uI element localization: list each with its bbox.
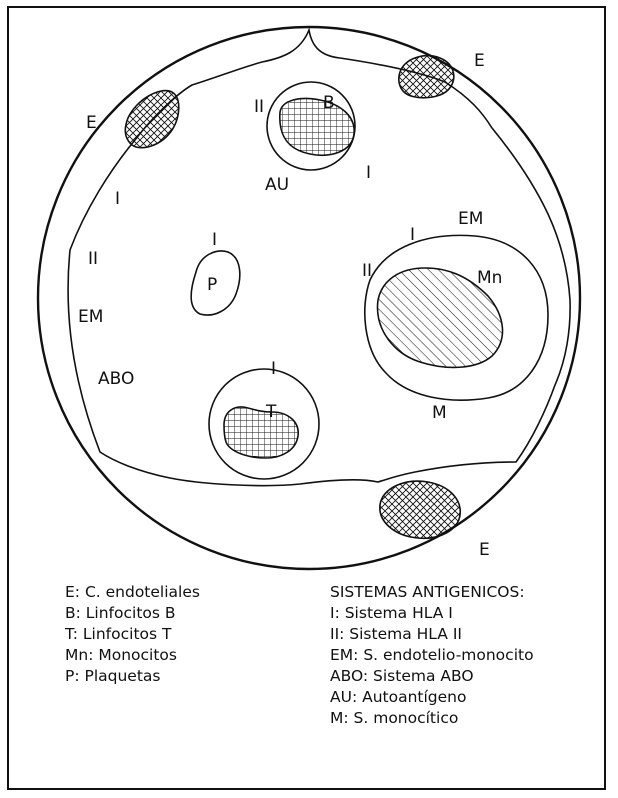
legend-item: Mn: Monocitos [65,645,200,666]
label-p-cell: P [207,275,217,295]
label-mn-em: EM [458,209,483,229]
systems-legend: SISTEMAS ANTIGENICOS: I: Sistema HLA I I… [330,582,534,729]
label-b-cell: B [323,93,335,113]
legend-item: E: C. endoteliales [65,582,200,603]
legend-item: B: Linfocitos B [65,603,200,624]
cell-legend: E: C. endoteliales B: Linfocitos B T: Li… [65,582,200,687]
systems-legend-title: SISTEMAS ANTIGENICOS: [330,582,534,603]
legend-item: M: S. monocítico [330,708,534,729]
label-b-au: AU [265,175,289,195]
label-p-i: I [212,230,217,250]
t-lymphocyte-nucleus [224,407,298,458]
legend-item: ABO: Sistema ABO [330,666,534,687]
label-mn-cell: Mn [477,268,502,288]
legend-item: I: Sistema HLA I [330,603,534,624]
label-ii-left: II [88,249,98,269]
label-t-i: I [271,359,276,379]
label-em-left: EM [78,307,103,327]
label-mn-ii: II [362,261,372,281]
legend-item: T: Linfocitos T [65,624,200,645]
endothelial-cell-bottom [380,481,460,538]
label-b-ii: II [254,97,264,117]
label-t-cell: T [265,402,277,422]
legend-item: EM: S. endotelio-monocito [330,645,534,666]
label-mn-m: M [432,403,447,423]
endothelial-cell-top-right [399,56,454,98]
label-e-left: E [86,113,97,133]
label-e-bottom: E [479,540,490,560]
b-lymphocyte-nucleus [280,99,354,156]
label-abo-left: ABO [98,369,134,389]
legend-item: AU: Autoantígeno [330,687,534,708]
endothelial-cell-left [125,91,178,148]
label-e-top-right: E [474,51,485,71]
legend-item: P: Plaquetas [65,666,200,687]
legend-item: II: Sistema HLA II [330,624,534,645]
label-i-left: I [115,189,120,209]
label-b-i: I [366,163,371,183]
label-mn-i: I [410,225,415,245]
